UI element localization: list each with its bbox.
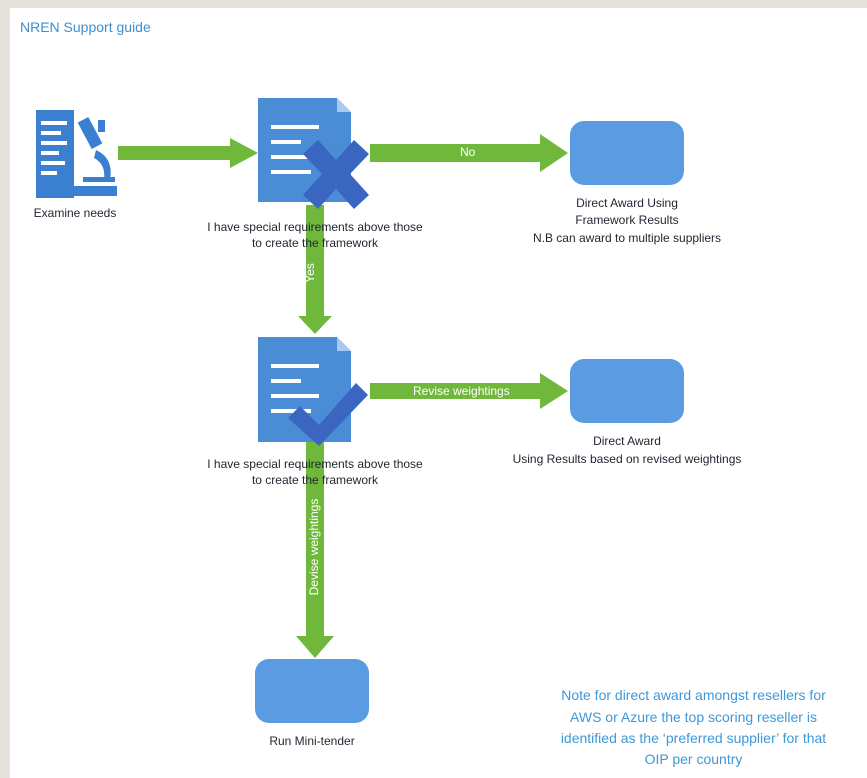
arrow-no — [370, 134, 568, 172]
note-line2: AWS or Azure the top scoring reseller is — [570, 709, 817, 725]
arrow-label-revise: Revise weightings — [413, 384, 510, 398]
arrow-label-devise: Devise weightings — [307, 498, 321, 596]
arrow-yes — [298, 205, 332, 334]
examine-needs-label: Examine needs — [33, 206, 117, 220]
arrow-examine-to-doc1 — [118, 138, 258, 168]
mini-tender-box — [255, 659, 369, 723]
arrow-label-yes: Yes — [302, 263, 317, 283]
direct-award-revised-line2: Using Results based on revised weighting… — [512, 452, 742, 466]
direct-award-framework-line1: Direct Award Using — [576, 196, 678, 210]
checkmark-icon — [288, 383, 368, 446]
page-title: NREN Support guide — [20, 19, 151, 35]
direct-award-revised-line1: Direct Award — [593, 434, 661, 448]
special-requirements-2-line1: I have special requirements above those — [207, 457, 423, 471]
direct-award-framework-line2: Framework Results — [575, 213, 679, 227]
direct-award-framework-box — [570, 121, 684, 185]
special-requirements-1-line2: to create the framework — [251, 236, 379, 250]
note-line1: Note for direct award amongst resellers … — [561, 687, 826, 703]
special-requirements-2-line2: to create the framework — [251, 473, 379, 487]
special-requirements-1-line1: I have special requirements above those — [207, 220, 423, 234]
note-line3: identified as the ‘preferred supplier’ f… — [560, 730, 827, 746]
mini-tender-label: Run Mini-tender — [269, 734, 355, 748]
cross-icon — [303, 140, 369, 209]
direct-award-framework-line3: N.B can award to multiple suppliers — [532, 231, 722, 245]
arrow-label-no: No — [460, 145, 476, 159]
arrow-devise — [296, 440, 334, 658]
note-line4: OIP per country — [644, 751, 743, 767]
direct-award-revised-box — [570, 359, 684, 423]
examine-needs-icon — [36, 110, 117, 198]
arrow-revise — [370, 373, 568, 409]
